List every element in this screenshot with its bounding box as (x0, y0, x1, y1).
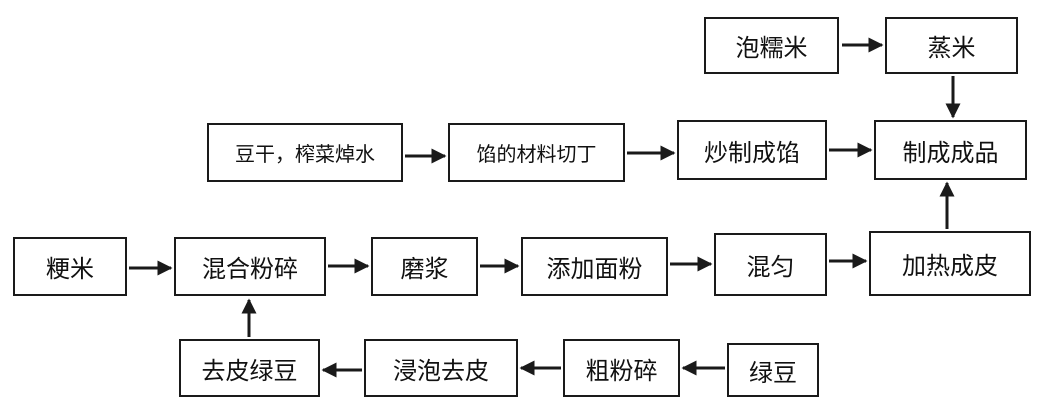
node-heat-into-wrapper: 加热成皮 (869, 231, 1031, 296)
node-grind-slurry: 磨浆 (371, 237, 478, 296)
node-blanch-tofu-pickle: 豆干，榨菜焯水 (207, 123, 403, 182)
node-label: 去皮绿豆 (201, 356, 298, 385)
node-mung-beans: 绿豆 (727, 343, 819, 397)
node-label: 馅的材料切丁 (476, 142, 597, 166)
node-label: 泡糯米 (735, 34, 808, 62)
node-steam-rice: 蒸米 (885, 17, 1018, 74)
node-label: 混合粉碎 (202, 255, 298, 283)
node-soak-glutinous-rice: 泡糯米 (704, 17, 839, 74)
node-finished-product: 制成成品 (874, 120, 1027, 180)
node-japonica-rice: 粳米 (13, 237, 127, 296)
node-dice-filling-materials: 馅的材料切丁 (448, 123, 625, 182)
node-mix-grind: 混合粉碎 (174, 237, 326, 296)
node-label: 加热成皮 (902, 252, 998, 280)
node-peeled-mung-beans: 去皮绿豆 (179, 339, 320, 397)
node-label: 制成成品 (902, 138, 999, 167)
node-label: 添加面粉 (546, 255, 643, 283)
node-soak-peel: 浸泡去皮 (364, 339, 518, 397)
node-coarse-grind: 粗粉碎 (563, 339, 680, 397)
node-label: 浸泡去皮 (393, 356, 489, 385)
node-label: 炒制成馅 (704, 138, 800, 167)
node-add-flour: 添加面粉 (521, 237, 668, 296)
node-stir-fry-filling: 炒制成馅 (677, 120, 827, 180)
node-label: 磨浆 (400, 255, 449, 283)
node-label: 粳米 (46, 255, 94, 283)
node-label: 蒸米 (927, 34, 976, 62)
node-label: 绿豆 (749, 358, 797, 387)
node-label: 混匀 (746, 253, 795, 281)
node-label: 粗粉碎 (585, 356, 658, 385)
node-mix-evenly: 混匀 (714, 233, 827, 296)
node-label: 豆干，榨菜焯水 (235, 142, 375, 166)
